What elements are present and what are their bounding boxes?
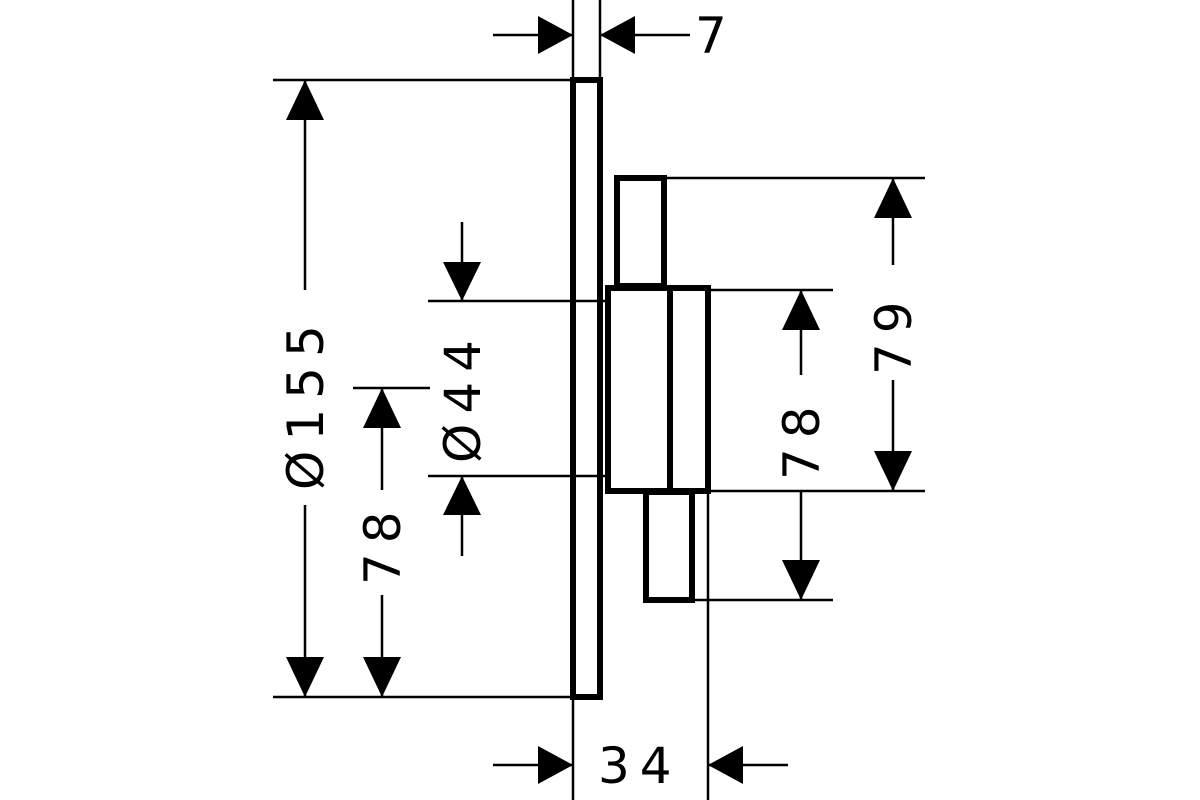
- arrow-up-icon: [286, 80, 324, 120]
- central-body: [605, 285, 673, 494]
- part-outline: [570, 77, 711, 700]
- dimension-label-left: 78: [354, 501, 412, 585]
- cover-plate: [570, 77, 603, 700]
- extension-lines: [273, 0, 925, 800]
- arrow-down-icon: [286, 657, 324, 697]
- lower-body: [643, 489, 695, 603]
- dimension-top-thickness: 7: [493, 7, 737, 65]
- dimension-label-overall: Ø155: [277, 315, 335, 490]
- central-body-step: [667, 285, 711, 494]
- dimension-center-diameter: Ø44: [434, 222, 492, 556]
- arrow-down-icon: [443, 262, 481, 301]
- dimension-label-center: Ø44: [434, 330, 492, 463]
- arrow-left-icon: [600, 16, 635, 54]
- arrow-left-icon: [708, 746, 743, 784]
- arrow-down-icon: [363, 657, 401, 697]
- arrow-down-icon: [874, 451, 912, 491]
- dimension-right-outer: 79: [865, 178, 923, 491]
- upper-body: [614, 175, 667, 289]
- dimension-bottom-depth: 34: [493, 737, 788, 795]
- dimension-label-bottom: 34: [598, 737, 682, 795]
- arrow-up-icon: [874, 178, 912, 218]
- arrow-right-icon: [538, 746, 573, 784]
- dimension-label-right-outer: 79: [865, 291, 923, 375]
- dimension-overall-diameter: Ø155: [277, 80, 335, 697]
- arrow-up-icon: [443, 476, 481, 515]
- arrow-up-icon: [363, 388, 401, 428]
- dimension-label-top: 7: [695, 7, 737, 65]
- arrow-up-icon: [782, 290, 820, 330]
- dimension-left-offset: 78: [354, 388, 412, 697]
- dimension-right-inner: 78: [773, 290, 831, 600]
- dimension-label-right-inner: 78: [773, 396, 831, 480]
- arrow-down-icon: [782, 560, 820, 600]
- arrow-right-icon: [538, 16, 573, 54]
